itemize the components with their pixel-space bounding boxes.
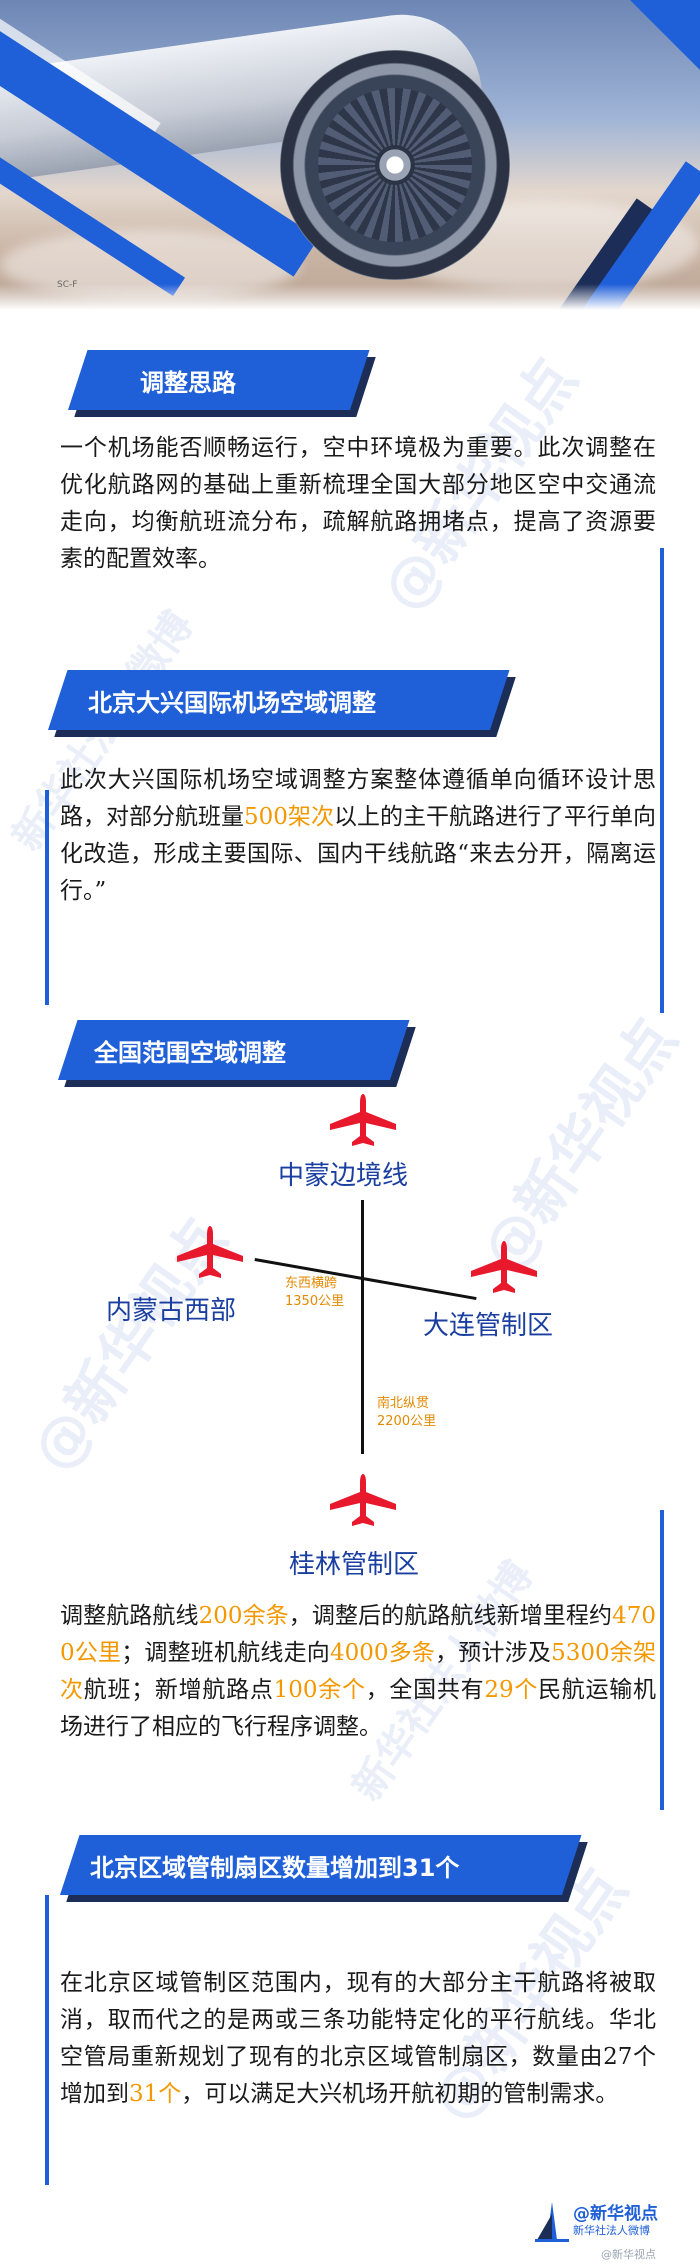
highlight-number: 4000多条 xyxy=(329,1640,436,1666)
logo-title: @新华视点 xyxy=(573,2204,658,2224)
north-south-line xyxy=(361,1200,364,1454)
section-header: 北京区域管制扇区数量增加到31个 xyxy=(60,1835,588,1902)
section-paragraph: 调整航路航线200余条，调整后的航路航线新增里程约4700公里；调整班机航线走向… xyxy=(60,1598,656,1746)
airplane-icon xyxy=(471,1241,537,1293)
xinhua-logo: @新华视点 新华社法人微博 xyxy=(535,2200,658,2242)
section-paragraph: 一个机场能否顺畅运行，空中环境极为重要。此次调整在优化航路网的基础上重新梳理全国… xyxy=(60,430,656,578)
xinhua-tower-icon xyxy=(535,2202,569,2242)
paragraph-text: 一个机场能否顺畅运行，空中环境极为重要。此次调整在优化航路网的基础上重新梳理全国… xyxy=(60,435,656,572)
highlight-number: 100余个 xyxy=(273,1677,366,1703)
paragraph-text: ，调整后的航路航线新增里程约 xyxy=(288,1603,613,1629)
logo-subtitle: 新华社法人微博 xyxy=(573,2224,650,2237)
corner-triangle xyxy=(630,0,700,70)
map-node-south: 桂林管制区 xyxy=(289,1550,420,1580)
airplane-icon xyxy=(330,1094,396,1146)
section-header: 调整思路 xyxy=(68,350,376,417)
highlight-number: 29个 xyxy=(484,1677,539,1703)
section-title: 北京区域管制扇区数量增加到31个 xyxy=(90,1853,460,1882)
section-header: 北京大兴国际机场空域调整 xyxy=(48,670,516,737)
section-paragraph: 在北京区域管制区范围内，现有的大部分主干航路将被取消，取而代之的是两或三条功能特… xyxy=(60,1965,656,2113)
map-node-north: 中蒙边境线 xyxy=(278,1161,409,1191)
highlight-number: 500架次 xyxy=(244,804,334,830)
highlight-number: 200余条 xyxy=(198,1603,289,1629)
section-title: 全国范围空域调整 xyxy=(94,1038,286,1067)
left-rule xyxy=(45,790,49,1005)
section-paragraph: 此次大兴国际机场空域调整方案整体遵循单向循环设计思路，对部分航班量500架次以上… xyxy=(60,762,656,910)
paragraph-text: 以上的主干航路进行了平行单向化改造，形成主要国际、国内干线航路“来去分开，隔离运… xyxy=(60,804,657,904)
right-rule xyxy=(660,548,664,1013)
section-title: 北京大兴国际机场空域调整 xyxy=(88,688,376,717)
paragraph-text: ，可以满足大兴机场开航初期的管制需求。 xyxy=(181,2081,619,2107)
paragraph-text: 调整航路航线 xyxy=(60,1603,199,1629)
hero-banner-image: SC-F xyxy=(0,0,700,310)
map-node-east: 大连管制区 xyxy=(423,1311,554,1341)
airplane-icon xyxy=(177,1226,243,1278)
section-title: 调整思路 xyxy=(140,368,236,397)
weibo-handle: @新华视点 xyxy=(601,2248,656,2261)
north-south-distance: 南北纵贯 2200公里 xyxy=(377,1396,437,1429)
paragraph-text: ；调整班机航线走向 xyxy=(121,1640,330,1666)
highlight-number: 5300余架次 xyxy=(60,1640,656,1703)
right-rule xyxy=(660,1510,664,1810)
east-west-distance: 东西横跨 1350公里 xyxy=(285,1276,345,1309)
paragraph-text: ，预计涉及 xyxy=(435,1640,552,1666)
paragraph-text: 在北京区域管制区范围内，现有的大部分主干航路将被取消，取而代之的是两或三条功能特… xyxy=(60,1970,656,2107)
paragraph-text: ，全国共有 xyxy=(365,1677,485,1703)
paragraph-text: 此次大兴国际机场空域调整方案整体遵循单向循环设计思路，对部分航班量 xyxy=(60,767,656,830)
map-node-west: 内蒙古西部 xyxy=(106,1296,237,1326)
paragraph-text: 民航运输机场进行了相应的飞行程序调整。 xyxy=(60,1677,657,1740)
highlight-number: 4700公里 xyxy=(60,1603,657,1666)
paragraph-text: 航班；新增航路点 xyxy=(83,1677,274,1703)
section-header: 全国范围空域调整 xyxy=(58,1020,416,1087)
hero-fade xyxy=(0,284,700,310)
engine-hub xyxy=(375,145,415,185)
highlight-number: 31个 xyxy=(129,2081,182,2107)
left-rule xyxy=(45,1895,49,2185)
airplane-icon xyxy=(330,1474,396,1526)
